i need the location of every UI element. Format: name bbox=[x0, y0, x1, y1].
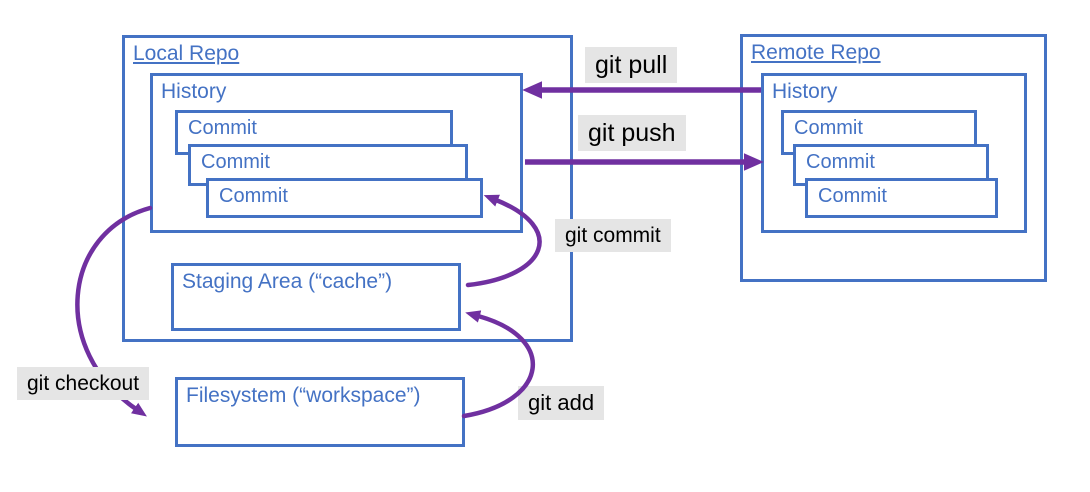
filesystem-box: Filesystem (“workspace”) bbox=[175, 377, 465, 447]
local-repo-title: Local Repo bbox=[133, 42, 240, 65]
git-push-label: git push bbox=[578, 115, 686, 151]
filesystem-label: Filesystem (“workspace”) bbox=[186, 384, 421, 407]
git-pull-label: git pull bbox=[585, 47, 678, 83]
git-commit-label: git commit bbox=[555, 219, 671, 253]
local-history-title: History bbox=[161, 80, 227, 103]
local-commit-3: Commit bbox=[206, 178, 483, 218]
remote-history-title: History bbox=[772, 80, 838, 103]
staging-area-box: Staging Area (“cache”) bbox=[171, 263, 461, 331]
staging-area-label: Staging Area (“cache”) bbox=[182, 270, 393, 293]
remote-repo-title: Remote Repo bbox=[751, 41, 881, 64]
remote-commit-3: Commit bbox=[805, 178, 998, 218]
git-add-label: git add bbox=[518, 386, 605, 421]
git-checkout-label: git checkout bbox=[17, 367, 150, 401]
